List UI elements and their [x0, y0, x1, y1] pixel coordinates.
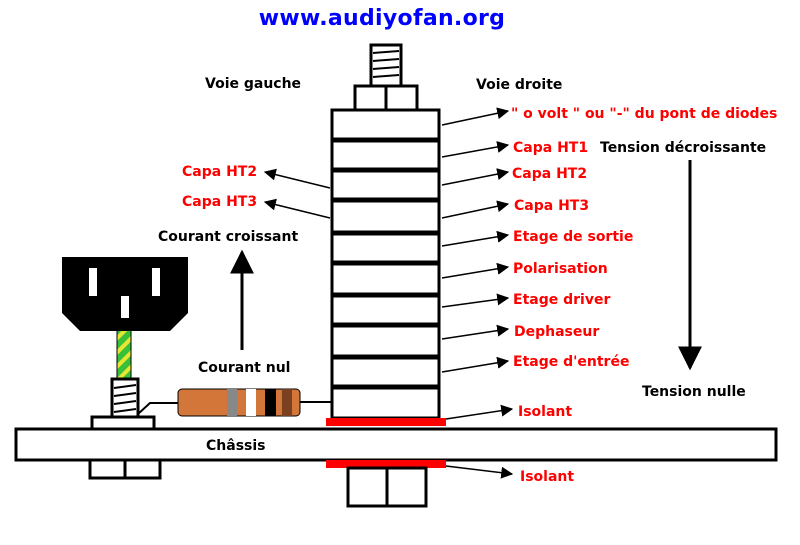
label-capa-ht2-right: Capa HT2	[512, 166, 587, 182]
label-zero-volt: " o volt " ou "-" du pont de diodes	[511, 106, 777, 122]
resistor	[177, 388, 301, 417]
nut-left-bottom	[88, 458, 162, 480]
label-etage-sortie: Etage de sortie	[513, 229, 633, 245]
voie-gauche-label: Voie gauche	[205, 76, 301, 92]
chassis-label: Châssis	[206, 438, 266, 454]
tension-nulle-label: Tension nulle	[642, 384, 746, 400]
label-capa-ht3-right: Capa HT3	[514, 198, 589, 214]
site-url: www.audiyofan.org	[258, 6, 506, 31]
label-dephaseur: Dephaseur	[514, 324, 599, 340]
iec-inlet	[62, 257, 188, 331]
resistor-wire-left	[137, 402, 178, 415]
courant-croissant-label: Courant croissant	[158, 229, 298, 245]
label-capa-ht1: Capa HT1	[513, 140, 588, 156]
chassis-plate	[14, 427, 778, 462]
label-isolant-top: Isolant	[518, 404, 572, 420]
label-etage-entree: Etage d'entrée	[513, 354, 629, 370]
label-polarisation: Polarisation	[513, 261, 608, 277]
label-capa-ht3-left: Capa HT3	[182, 194, 257, 210]
washer-left	[90, 415, 156, 431]
voie-droite-label: Voie droite	[476, 77, 562, 93]
arrows-left	[263, 168, 331, 219]
label-etage-driver: Etage driver	[513, 292, 610, 308]
courant-nul-label: Courant nul	[198, 360, 290, 376]
label-isolant-bottom: Isolant	[520, 469, 574, 485]
bolt-thread-left	[110, 377, 140, 419]
nut-top	[353, 84, 419, 112]
tension-decroissante-label: Tension décroissante	[600, 140, 766, 156]
bolt-thread-top	[369, 43, 403, 89]
insulator-bottom	[326, 460, 446, 468]
arrows-right	[441, 107, 514, 479]
label-capa-ht2-left: Capa HT2	[182, 164, 257, 180]
insulator-top	[326, 418, 446, 426]
nut-bottom	[346, 466, 428, 508]
